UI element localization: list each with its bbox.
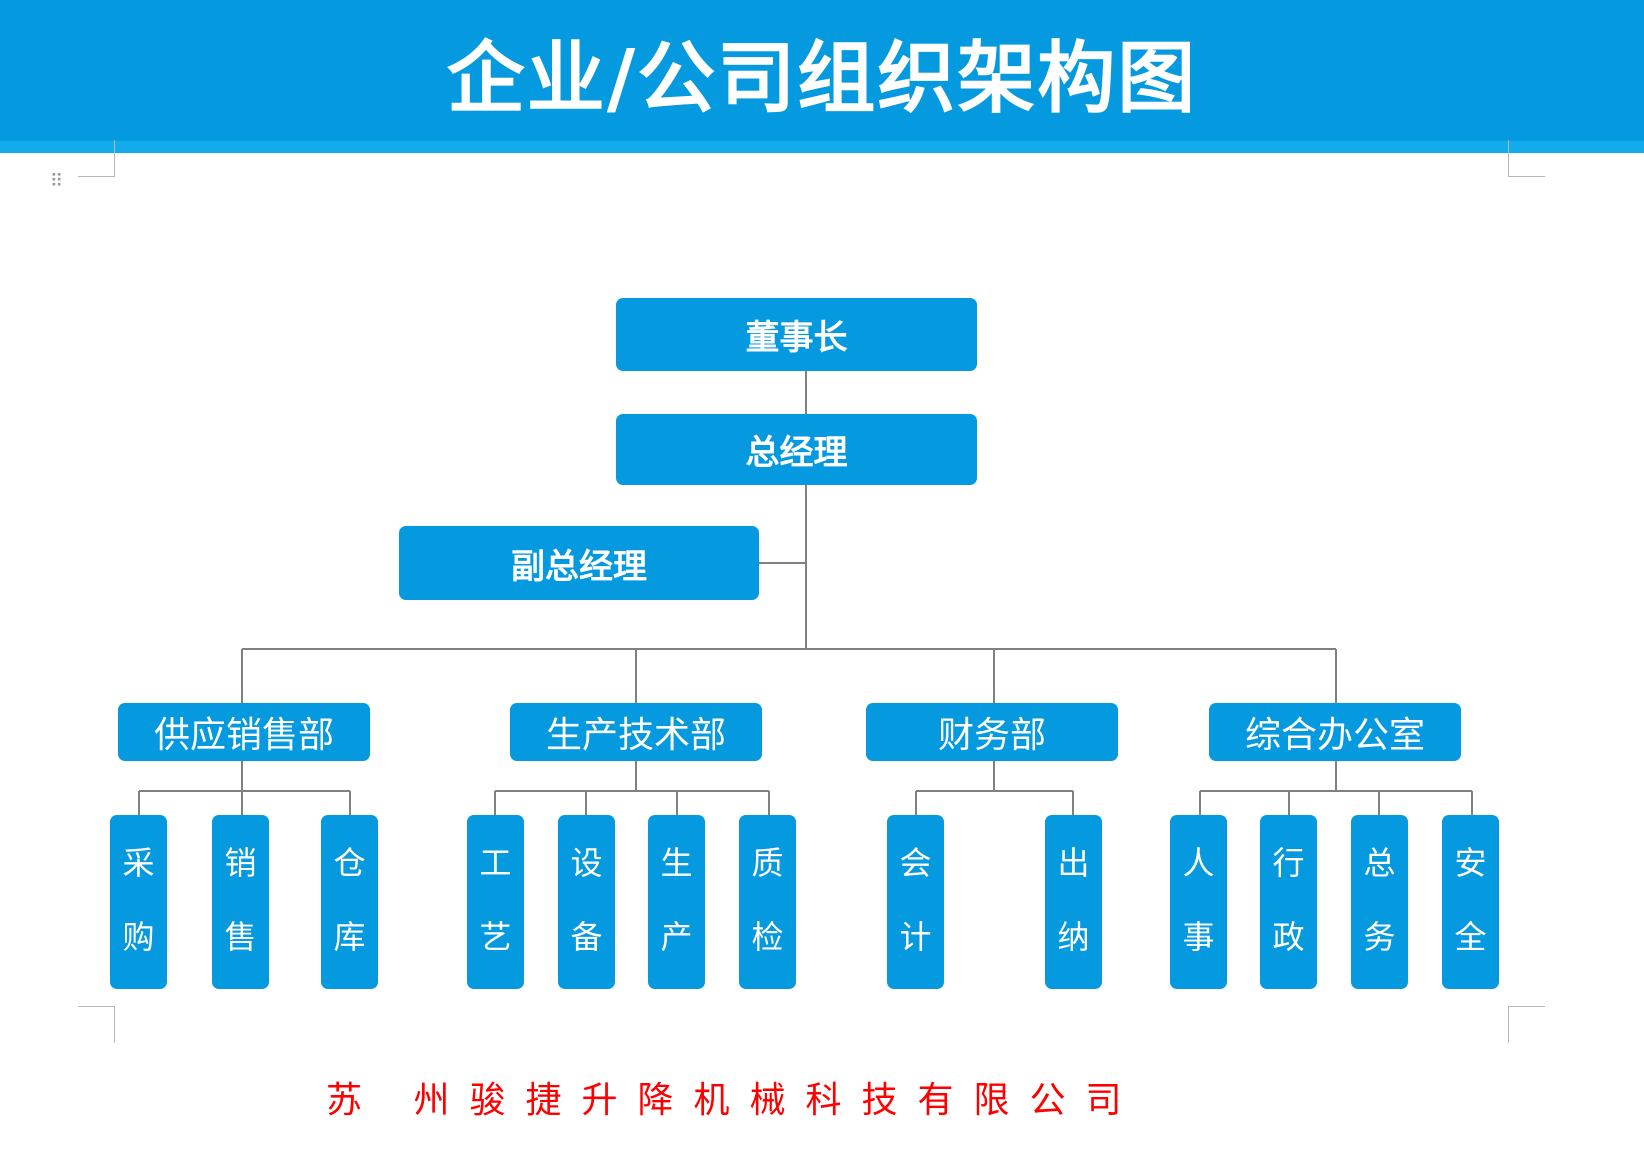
page-corner-top-left	[78, 140, 115, 177]
node-unit-hr: 人 事	[1170, 815, 1227, 989]
node-chairman: 董事长	[616, 298, 977, 371]
node-unit-safety: 安 全	[1442, 815, 1499, 989]
node-unit-warehouse: 仓 库	[321, 815, 378, 989]
unit-char: 采	[122, 844, 155, 882]
unit-char: 会	[899, 844, 932, 882]
unit-char: 工	[479, 844, 512, 882]
dept-label: 供应销售部	[153, 715, 334, 756]
node-unit-purchasing: 采 购	[110, 815, 167, 989]
node-dept-supply-sales: 供应销售部	[118, 703, 370, 761]
unit-char: 务	[1363, 918, 1396, 956]
unit-char: 售	[224, 918, 257, 956]
page-title: 企业/公司组织架构图	[446, 34, 1198, 124]
unit-char: 人	[1182, 844, 1215, 882]
node-general-manager: 总经理	[616, 414, 977, 485]
node-unit-administration: 行 政	[1260, 815, 1317, 989]
node-unit-process: 工 艺	[467, 815, 524, 989]
unit-char: 仓	[333, 844, 366, 882]
unit-char: 产	[660, 918, 693, 956]
unit-char: 行	[1272, 844, 1305, 882]
node-unit-quality: 质 检	[739, 815, 796, 989]
unit-char: 出	[1057, 844, 1090, 882]
dept-label: 生产技术部	[545, 715, 726, 756]
node-unit-production: 生 产	[648, 815, 705, 989]
unit-char: 艺	[479, 918, 512, 956]
dept-label: 财务部	[937, 715, 1046, 756]
title-banner: 企业/公司组织架构图	[0, 0, 1644, 153]
node-deputy-general-manager: 副总经理	[399, 526, 759, 600]
node-unit-cashier: 出 纳	[1045, 815, 1102, 989]
unit-char: 计	[899, 918, 932, 956]
node-dept-general-office: 综合办公室	[1209, 703, 1461, 761]
unit-char: 生	[660, 844, 693, 882]
page-corner-bottom-right	[1508, 1006, 1545, 1043]
company-name: 苏 州骏捷升降机械科技有限公司	[326, 1080, 1142, 1121]
unit-char: 政	[1272, 918, 1305, 956]
unit-char: 纳	[1057, 918, 1090, 956]
unit-char: 安	[1454, 844, 1487, 882]
node-dept-finance: 财务部	[866, 703, 1118, 761]
unit-char: 事	[1182, 918, 1215, 956]
page-corner-top-right	[1508, 140, 1545, 177]
node-general-manager-label: 总经理	[745, 433, 848, 473]
node-unit-sales: 销 售	[212, 815, 269, 989]
node-deputy-general-manager-label: 副总经理	[511, 546, 647, 587]
node-unit-general-affairs: 总 务	[1351, 815, 1408, 989]
unit-char: 总	[1363, 844, 1396, 882]
unit-char: 全	[1454, 918, 1487, 956]
unit-char: 质	[751, 844, 784, 882]
dept-label: 综合办公室	[1244, 715, 1425, 756]
node-dept-production-tech: 生产技术部	[510, 703, 762, 761]
unit-char: 设	[570, 844, 603, 882]
node-unit-equipment: 设 备	[558, 815, 615, 989]
unit-char: 购	[122, 918, 155, 956]
node-unit-accounting: 会 计	[887, 815, 944, 989]
page-corner-bottom-left	[78, 1006, 115, 1043]
unit-char: 备	[570, 918, 603, 956]
unit-char: 库	[333, 918, 366, 956]
node-chairman-label: 董事长	[745, 318, 848, 358]
unit-char: 检	[751, 918, 784, 956]
unit-char: 销	[224, 844, 257, 882]
